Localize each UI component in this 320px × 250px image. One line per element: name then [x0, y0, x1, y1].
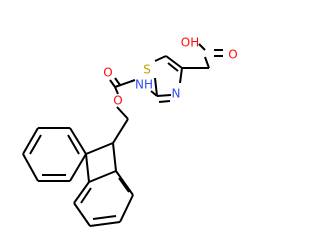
bond	[29, 134, 42, 155]
bond	[156, 94, 172, 97]
bond	[85, 153, 90, 183]
bond	[73, 181, 90, 204]
bond	[118, 177, 130, 193]
atom-label-o-acid: O	[228, 48, 237, 62]
atom-label-oh: OH	[181, 36, 199, 50]
bond	[112, 142, 117, 172]
bond	[69, 127, 87, 155]
bond	[154, 55, 167, 62]
bond	[92, 215, 117, 220]
bond	[158, 100, 171, 103]
bond	[88, 170, 117, 183]
bond	[115, 170, 134, 196]
atom-label-s: S	[143, 63, 151, 77]
bond	[67, 134, 80, 155]
bond	[69, 153, 87, 182]
bond	[109, 79, 116, 88]
bonds	[22, 43, 223, 227]
bond	[167, 62, 179, 72]
bond	[116, 106, 129, 120]
atom-label-n-ring: N	[172, 87, 181, 101]
bond	[22, 153, 39, 182]
bond	[85, 142, 114, 155]
atom-label-o-carbonyl: O	[103, 66, 112, 80]
bond	[165, 55, 183, 69]
bond	[154, 77, 158, 97]
bond	[119, 194, 134, 223]
bond	[112, 118, 129, 144]
atom-label-nh: NH	[135, 78, 153, 92]
bond	[22, 127, 39, 155]
bond	[73, 202, 91, 227]
atom-labels: O O NH S N OH O	[103, 36, 237, 108]
bond	[179, 67, 183, 84]
bond	[204, 56, 210, 69]
atom-label-o-fmoc: O	[113, 94, 122, 108]
bond	[114, 86, 119, 95]
bond	[114, 77, 121, 86]
bond	[114, 79, 136, 88]
bond	[80, 187, 92, 204]
bond	[89, 221, 121, 227]
molecule-structure: O O NH S N OH O	[22, 36, 238, 227]
bond	[198, 43, 206, 51]
